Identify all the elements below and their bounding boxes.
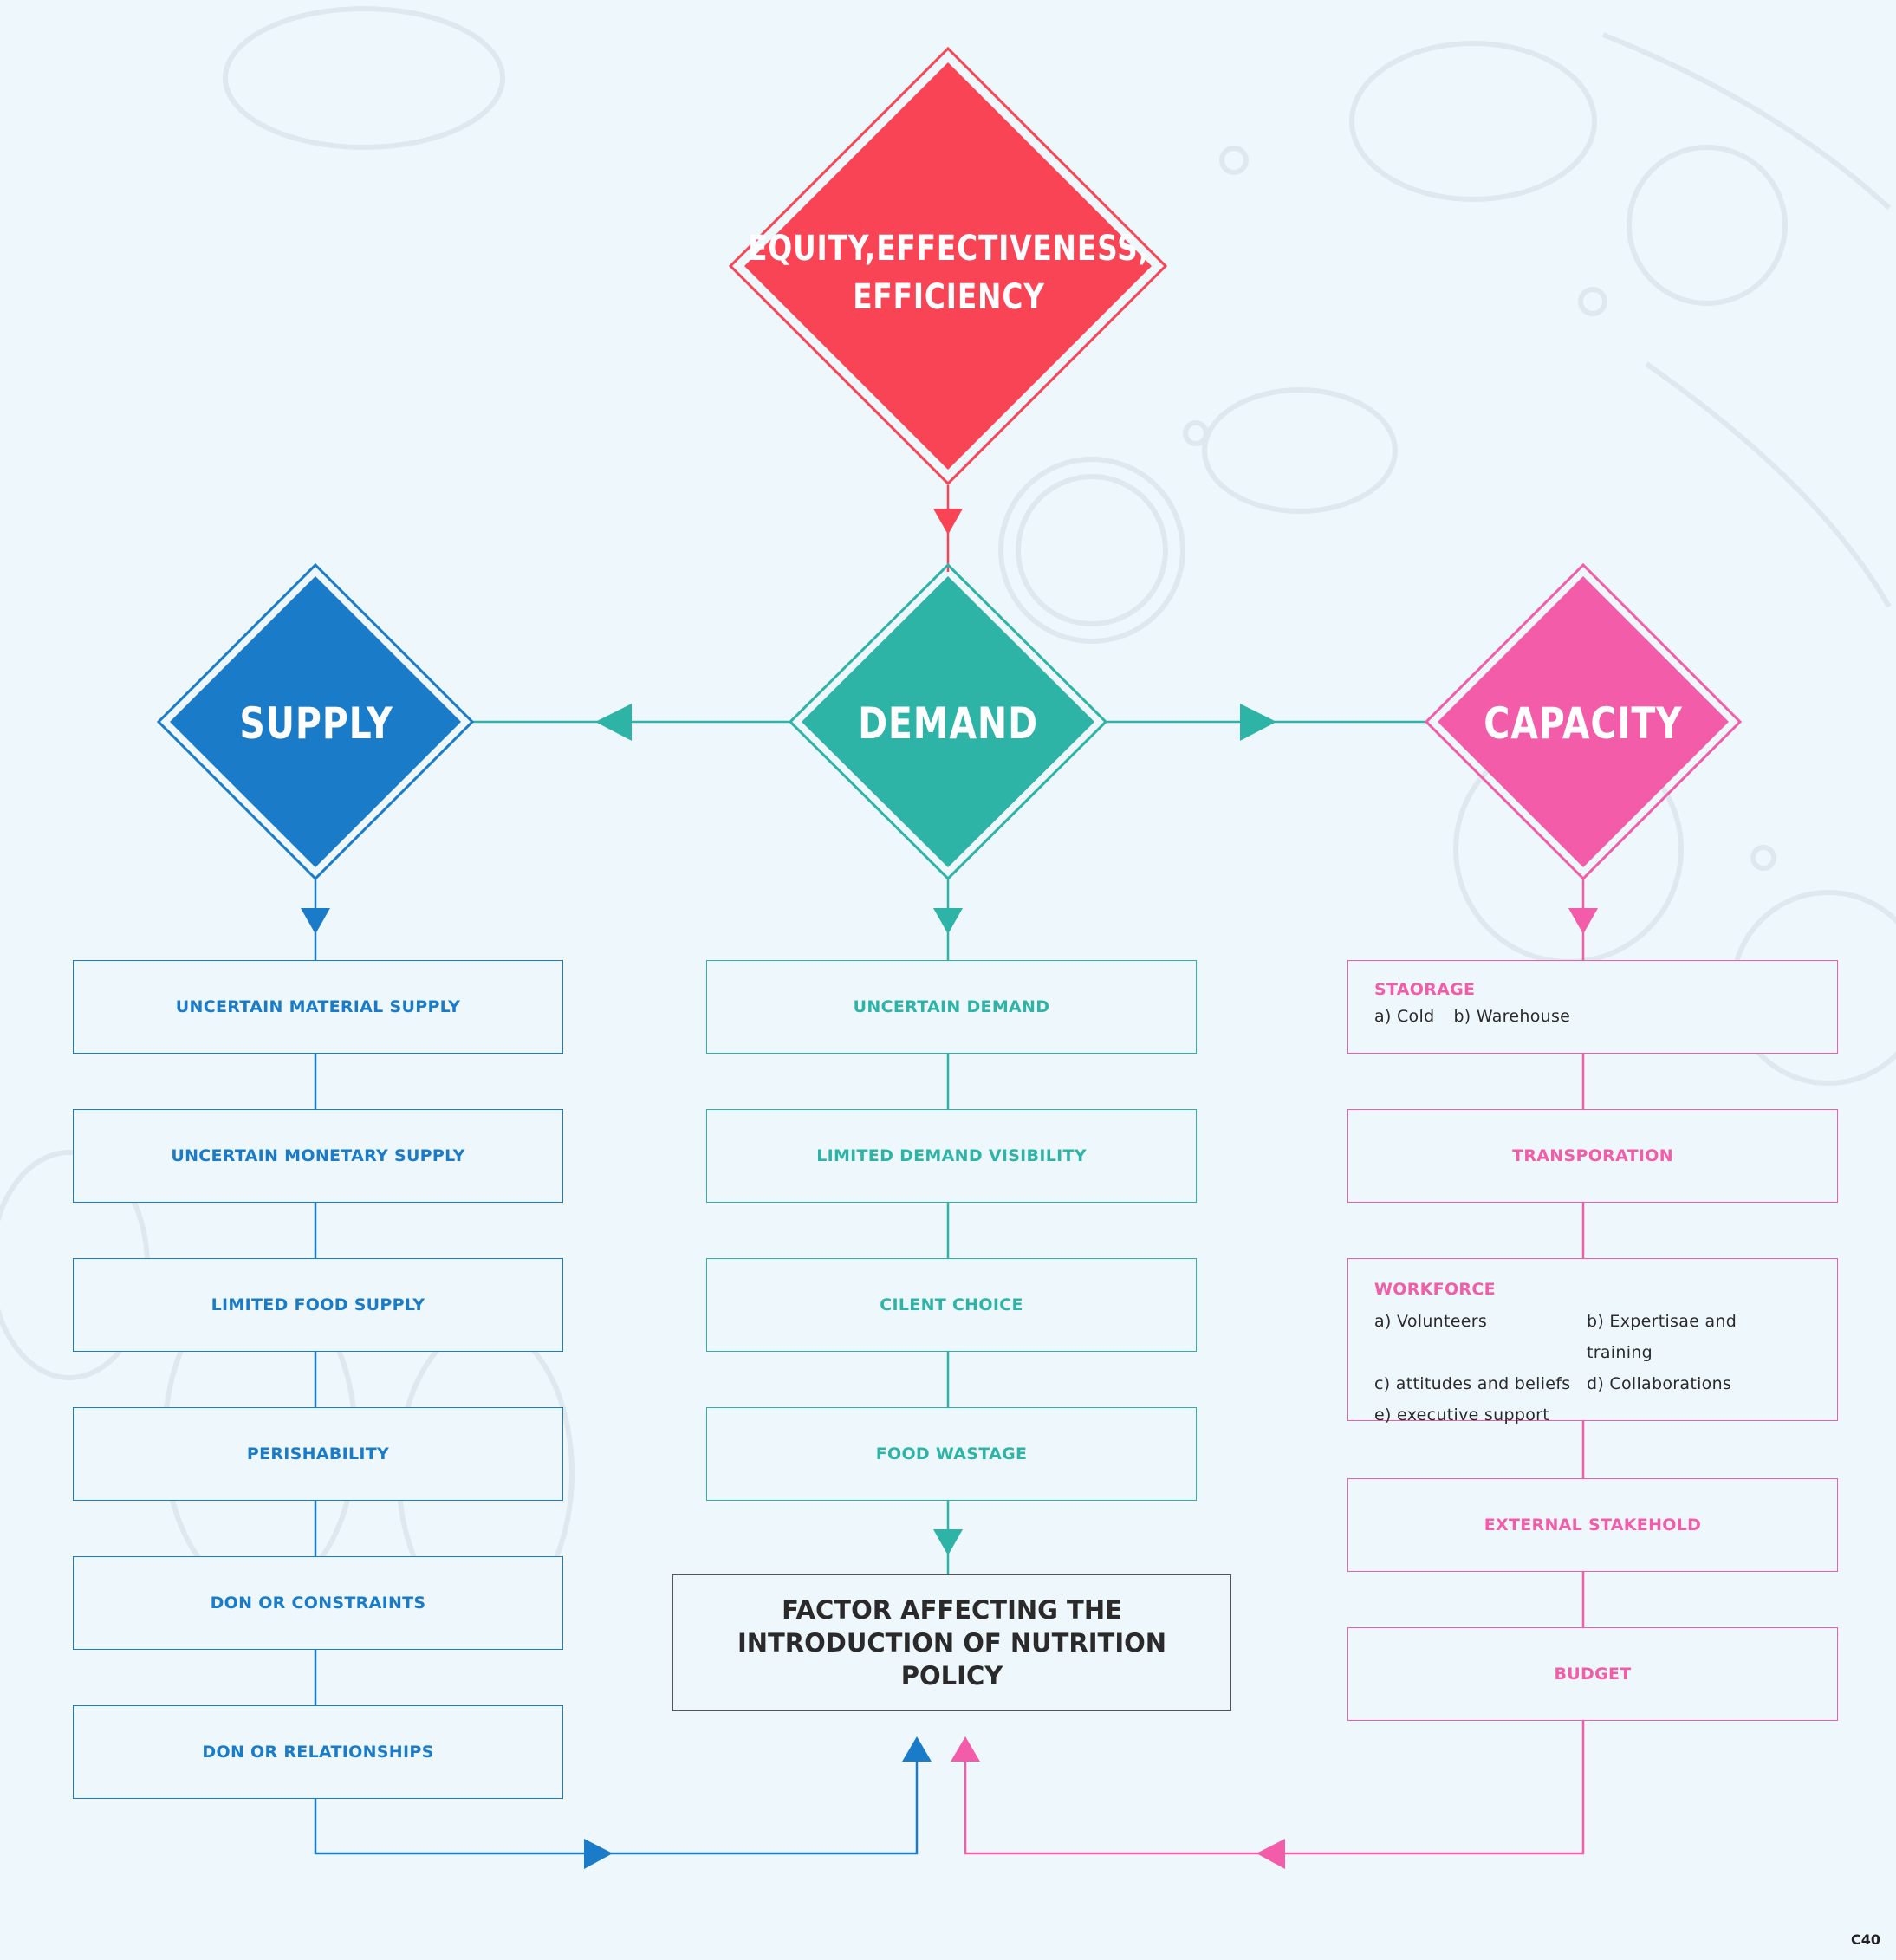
demand-item-uncertain-demand: UNCERTAIN DEMAND [706, 960, 1197, 1054]
arrow-capacity-bottom [1256, 1839, 1285, 1869]
workforce-option-volunteers: a) Volunteers [1374, 1312, 1488, 1331]
supply-item-limited-food: LIMITED FOOD SUPPLY [73, 1258, 563, 1352]
arrow-top-to-demand [933, 509, 963, 535]
storage-title: STAORAGE [1374, 980, 1476, 999]
supply-item-donor-relationships: DON OR RELATIONSHIPS [73, 1705, 563, 1799]
top-diamond [728, 46, 1168, 486]
demand-item-client-choice: CILENT CHOICE [706, 1258, 1197, 1352]
workforce-option-executive-support: e) executive support [1374, 1405, 1549, 1425]
capacity-node-label: CAPACITY [1484, 698, 1683, 749]
workforce-option-expertise: b) Expertisae and training [1587, 1312, 1737, 1362]
capacity-item-transportation: TRANSPORATION [1347, 1109, 1838, 1203]
workforce-option-collaborations: d) Collaborations [1587, 1374, 1732, 1393]
workforce-title: WORKFORCE [1374, 1280, 1496, 1299]
arrow-supply-bottom [584, 1839, 613, 1869]
capacity-item-storage: STAORAGE a) Cold b) Warehouse [1347, 960, 1838, 1054]
demand-item-food-wastage: FOOD WASTAGE [706, 1407, 1197, 1501]
supply-node-label: SUPPLY [239, 698, 393, 749]
demand-node-label: DEMAND [858, 698, 1038, 749]
top-node-label: EQUITY,EFFECTIVENESS, EFFICIENCY [748, 229, 1150, 317]
arrow-demand-to-capacity [1240, 704, 1276, 741]
arrow-demand-to-final [933, 1529, 963, 1555]
supply-item-uncertain-monetary: UNCERTAIN MONETARY SUPPLY [73, 1109, 563, 1203]
arrow-capacity-down [1568, 908, 1598, 934]
storage-option-cold: a) Cold [1374, 1007, 1435, 1026]
arrow-supply-down [301, 908, 330, 934]
arrow-demand-to-supply [595, 704, 632, 741]
figure-code: C40 [1850, 1931, 1880, 1948]
arrow-capacity-to-final [951, 1736, 980, 1762]
capacity-diamond [1424, 562, 1743, 881]
demand-item-limited-visibility: LIMITED DEMAND VISIBILITY [706, 1109, 1197, 1203]
demand-diamond [788, 562, 1108, 881]
arrowheads [301, 509, 1598, 1869]
capacity-item-workforce: WORKFORCE a) Volunteers b) Expertisae an… [1347, 1258, 1838, 1425]
arrow-demand-down [933, 908, 963, 934]
capacity-item-external-stakeholders: EXTERNAL STAKEHOLD [1347, 1478, 1838, 1572]
arrow-supply-to-final [902, 1736, 932, 1762]
storage-option-warehouse: b) Warehouse [1453, 1007, 1571, 1026]
supply-item-perishability: PERISHABILITY [73, 1407, 563, 1501]
workforce-option-attitudes: c) attitudes and beliefs [1374, 1374, 1571, 1393]
supply-item-uncertain-material: UNCERTAIN MATERIAL SUPPLY [73, 960, 563, 1054]
supply-diamond [156, 562, 475, 881]
final-outcome-box: FACTOR AFFECTING THE INTRODUCTION OF NUT… [672, 1574, 1231, 1711]
capacity-item-budget: BUDGET [1347, 1627, 1838, 1721]
supply-item-donor-constraints: DON OR CONSTRAINTS [73, 1556, 563, 1650]
